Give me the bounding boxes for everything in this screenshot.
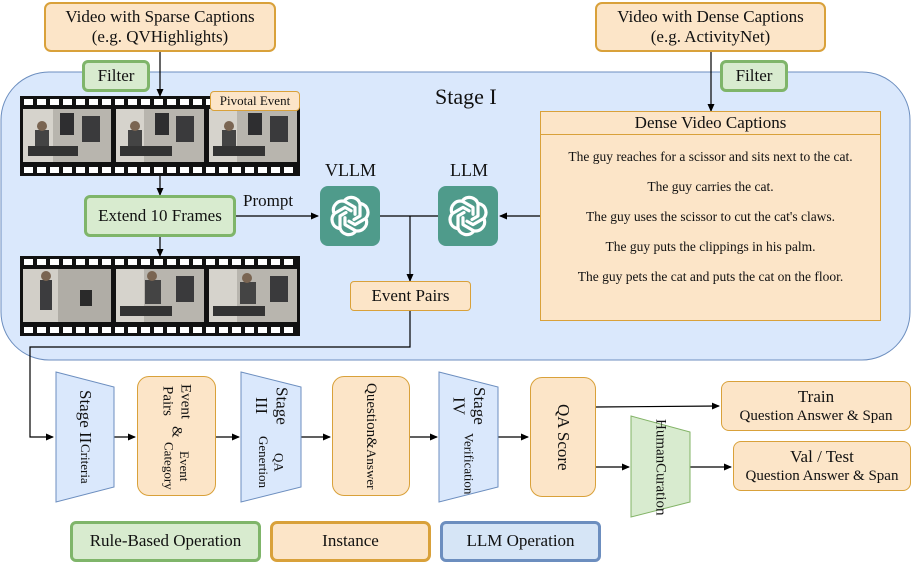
- stage1-title: Stage I: [435, 84, 497, 109]
- video-frame: [23, 109, 111, 162]
- filter-box-dense: Filter: [720, 60, 788, 92]
- stage3-sub: QA Genertion: [256, 436, 287, 489]
- caption-line: The guy pets the cat and puts the cat on…: [577, 269, 844, 284]
- chatgpt-icon-llm: [436, 184, 500, 248]
- prompt-label: Prompt: [243, 191, 294, 210]
- chatgpt-icon-vllm: [318, 184, 382, 248]
- video-frame: [209, 269, 297, 322]
- vllm-label: VLLM: [325, 160, 376, 180]
- stage4-title: Stage IV: [449, 387, 489, 426]
- stage4-sub: Verification: [461, 432, 477, 494]
- legend-instance: Instance: [270, 521, 431, 562]
- event-pairs-box: Event Pairs: [350, 281, 471, 311]
- valtest-box: Val / Test Question Answer & Span: [733, 441, 911, 491]
- stage2-shape: [55, 371, 115, 503]
- train-sub: Question Answer & Span: [739, 408, 893, 425]
- question-answer-box: Question & Answer: [332, 376, 410, 496]
- arrow-event-pairs-to-stage2: [29, 311, 411, 441]
- extend-frames-box: Extend 10 Frames: [84, 195, 236, 237]
- human-curation-line1: Human: [652, 418, 669, 463]
- event-pairs-line2: &: [168, 425, 185, 438]
- train-box: Train Question Answer & Span: [721, 381, 911, 431]
- event-pairs-line1: Event Pairs: [159, 383, 194, 419]
- stage3-title: Stage III: [252, 386, 292, 425]
- sparse-source-line2: (e.g. QVHighlights): [91, 27, 229, 46]
- event-pairs-line3: Event Category: [161, 442, 193, 491]
- legend-llm-operation: LLM Operation: [440, 521, 601, 562]
- stage4-label: Stage IV Verification: [439, 380, 498, 494]
- train-title: Train: [797, 386, 835, 406]
- pivotal-event-tag: Pivotal Event: [210, 91, 300, 111]
- caption-line: The guy carries the cat.: [647, 179, 774, 194]
- human-curation-label: Human Curation: [631, 419, 690, 516]
- sparse-source-box: Video with Sparse Captions (e.g. QVHighl…: [44, 2, 276, 52]
- caption-line: The guy uses the scissor to cut the cat'…: [585, 209, 836, 224]
- dense-captions-list: The guy reaches for a scissor and sits n…: [541, 135, 880, 292]
- arrow-score-to-train: [595, 402, 720, 410]
- dense-captions-title: Dense Video Captions: [541, 112, 880, 135]
- sparse-source-line1: Video with Sparse Captions: [65, 6, 255, 26]
- human-curation-line2: Curation: [652, 462, 669, 516]
- film-holes-top: [24, 259, 293, 265]
- dense-captions-panel: Dense Video Captions The guy reaches for…: [540, 111, 881, 321]
- connectors: [29, 52, 732, 471]
- question-line1: Question: [363, 382, 379, 438]
- dense-source-line1: Video with Dense Captions: [617, 6, 804, 26]
- caption-line: The guy reaches for a scissor and sits n…: [568, 149, 853, 164]
- stage3-label: Stage III QA Genertion: [241, 380, 301, 494]
- question-line3: Answer: [363, 448, 379, 490]
- stage2-title: Stage II: [76, 390, 96, 444]
- legend-rule-based: Rule-Based Operation: [70, 521, 261, 562]
- llm-label: LLM: [450, 160, 488, 180]
- dense-source-line2: (e.g. ActivityNet): [650, 27, 771, 46]
- stage3-shape: [240, 371, 302, 503]
- question-line2: &: [363, 437, 379, 449]
- human-curation-shape: [630, 415, 691, 518]
- film-strip-extended: [20, 256, 300, 336]
- film-holes-bottom: [24, 327, 293, 333]
- video-frame: [209, 109, 297, 162]
- video-frame: [23, 269, 111, 322]
- valtest-title: Val / Test: [790, 446, 854, 466]
- caption-line: The guy puts the clippings in his palm.: [605, 239, 816, 254]
- stage2-sub: Criteria: [77, 443, 93, 484]
- stage4-shape: [438, 371, 499, 503]
- qa-score-box: QA Score: [530, 377, 596, 497]
- dense-source-box: Video with Dense Captions (e.g. Activity…: [595, 2, 826, 52]
- filter-box-sparse: Filter: [82, 60, 150, 92]
- stage2-label: Stage II Criteria: [56, 380, 114, 494]
- video-frame: [116, 269, 204, 322]
- film-holes-bottom: [24, 167, 293, 173]
- event-pairs-category-box: Event Pairs & Event Category: [137, 376, 216, 496]
- video-frame: [116, 109, 204, 162]
- valtest-sub: Question Answer & Span: [745, 468, 899, 485]
